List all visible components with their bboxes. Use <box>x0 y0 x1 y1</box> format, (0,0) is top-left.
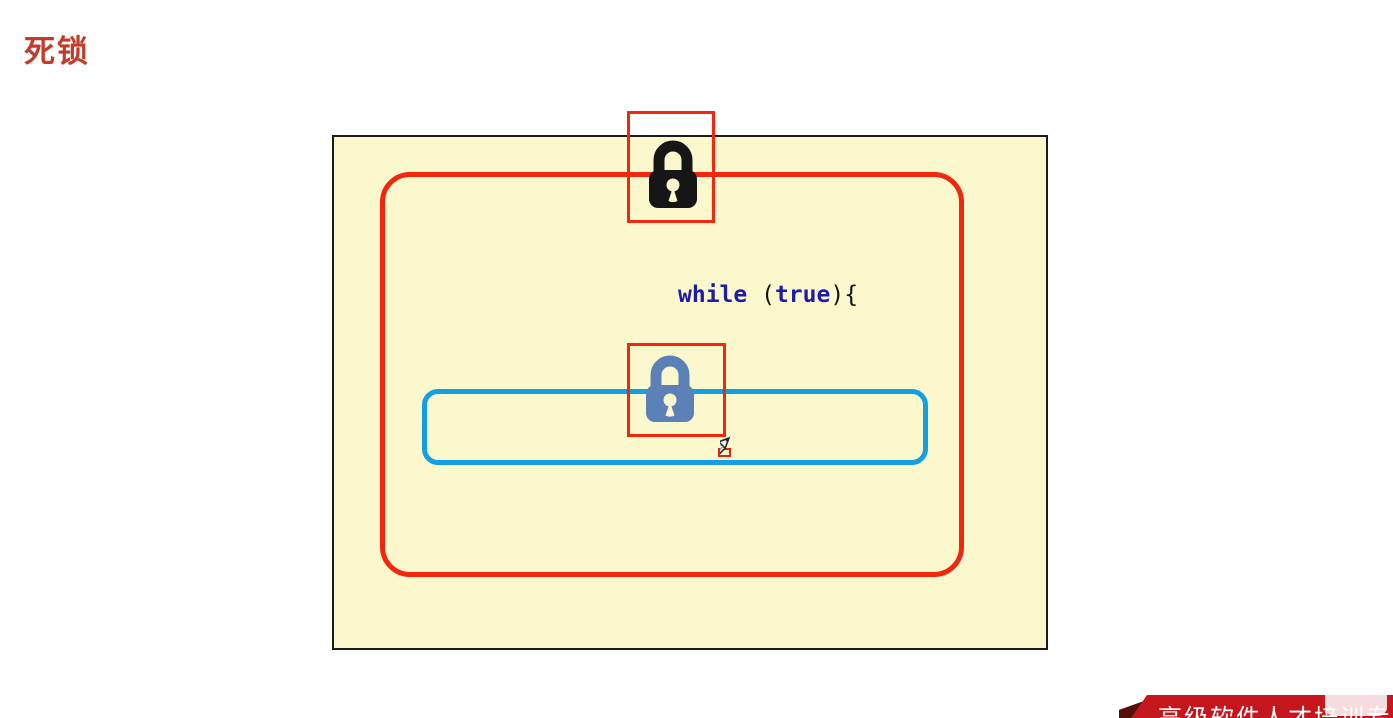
page-title: 死锁 <box>24 34 90 69</box>
pencil-cursor <box>720 436 731 463</box>
keyword-while: while <box>678 282 748 308</box>
punct-close: ){ <box>830 282 859 308</box>
tv-logo-icon <box>1325 669 1387 716</box>
inner-lock-highlight-frame <box>627 343 726 437</box>
punct-open: ( <box>747 282 775 308</box>
keyword-true: true <box>774 282 831 308</box>
outer-lock-highlight-frame <box>627 111 715 223</box>
inner-lock-icon <box>646 355 694 422</box>
code-line-while: while (true){ <box>678 282 858 308</box>
outer-lock-icon <box>649 140 697 208</box>
